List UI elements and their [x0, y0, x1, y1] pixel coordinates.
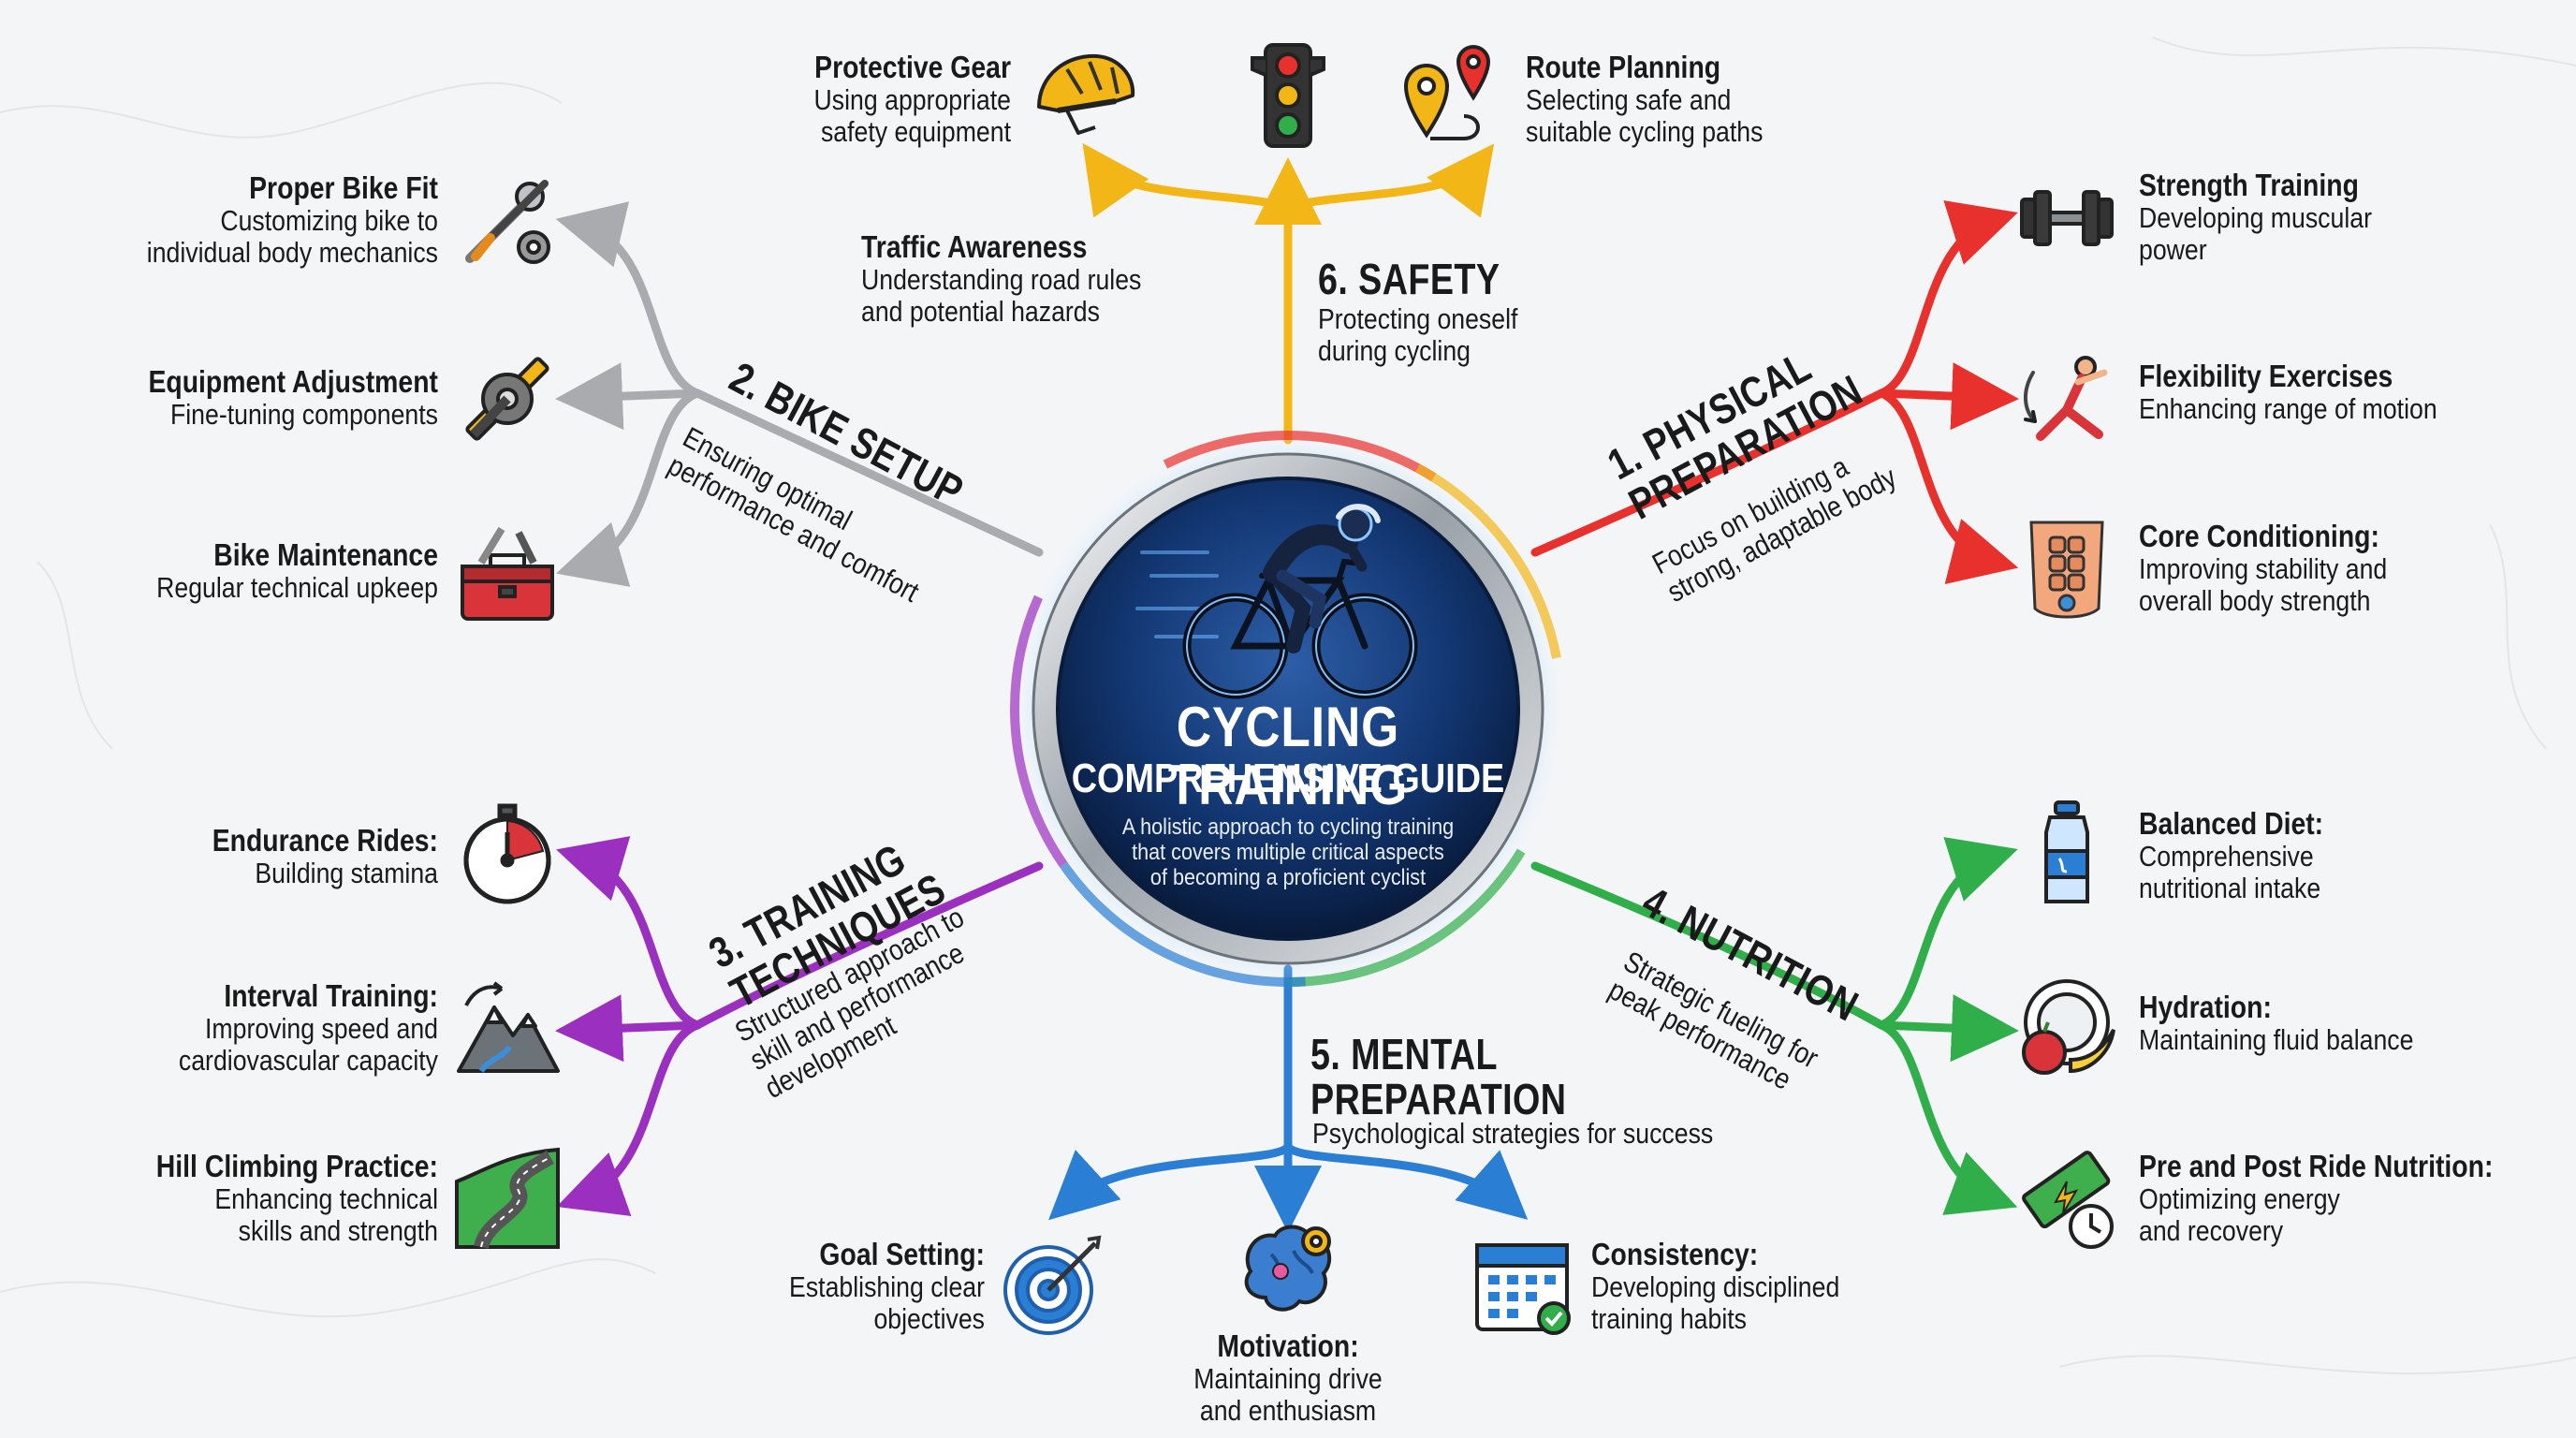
item-flexibility-exercises: Flexibility Exercises Enhancing range of…	[2139, 360, 2569, 425]
item-title: Hydration:	[2139, 990, 2272, 1024]
hub-description: A holistic approach to cycling training …	[1121, 814, 1455, 890]
item-title: Hill Climbing Practice:	[155, 1149, 438, 1183]
item-desc: Comprehensive nutritional intake	[2139, 840, 2321, 904]
item-traffic-awareness: Traffic Awareness Understanding road rul…	[861, 230, 1292, 328]
item-title: Motivation:	[1217, 1328, 1359, 1363]
wrench-screwdriver-gear-icon	[453, 167, 562, 275]
item-title: Balanced Diet:	[2139, 806, 2324, 841]
item-title: Consistency:	[1591, 1237, 1759, 1271]
stopwatch-icon	[453, 800, 562, 909]
item-hydration: Hydration: Maintaining fluid balance	[2139, 990, 2569, 1056]
item-title: Equipment Adjustment	[148, 364, 438, 399]
energy-bar-clock-icon	[2012, 1144, 2121, 1253]
item-title: Proper Bike Fit	[249, 170, 438, 205]
item-title: Endurance Rides:	[212, 823, 438, 858]
item-route-planning: Route Planning Selecting safe and suitab…	[1526, 51, 1956, 148]
crank-ruler-icon	[453, 345, 562, 453]
water-bottle-icon	[2012, 800, 2121, 909]
cyclist-illustration	[1135, 504, 1418, 699]
branch-title-mental: 5. MENTAL PREPARATION	[1310, 1030, 1567, 1123]
item-title: Traffic Awareness	[861, 229, 1088, 264]
item-goal-setting: Goal Setting: Establishing clear objecti…	[554, 1238, 985, 1335]
plate-fruit-icon	[2012, 974, 2121, 1082]
item-desc: Maintaining drive and enthusiasm	[1193, 1362, 1383, 1427]
item-desc: Establishing clear objectives	[789, 1270, 985, 1335]
mountain-arrow-icon	[453, 974, 562, 1082]
toolbox-icon	[453, 520, 562, 628]
helmet-icon	[1030, 41, 1138, 150]
item-title: Interval Training:	[224, 978, 438, 1013]
branch-subtitle-safety: Protecting oneself during cycling	[1318, 302, 1518, 367]
item-strength-training: Strength Training Developing muscular po…	[2139, 169, 2569, 266]
branch-title-safety: 6. SAFETY	[1318, 255, 1500, 303]
item-title: Core Conditioning:	[2139, 519, 2379, 553]
item-title: Strength Training	[2139, 168, 2359, 202]
item-desc: Regular technical upkeep	[156, 571, 438, 604]
item-desc: Enhancing technical skills and strength	[214, 1182, 438, 1247]
item-core-conditioning: Core Conditioning: Improving stability a…	[2139, 520, 2569, 617]
brain-gear-icon	[1234, 1217, 1342, 1326]
item-desc: Understanding road rules and potential h…	[861, 263, 1142, 328]
item-title: Protective Gear	[814, 50, 1011, 84]
item-desc: Selecting safe and suitable cycling path…	[1526, 83, 1764, 148]
item-desc: Building stamina	[255, 857, 438, 889]
item-desc: Enhancing range of motion	[2139, 392, 2437, 425]
hub-title: CYCLING TRAINING	[1167, 696, 1409, 816]
item-endurance-rides: Endurance Rides: Building stamina	[7, 824, 438, 889]
item-bike-maintenance: Bike Maintenance Regular technical upkee…	[7, 538, 438, 604]
item-pre-post-ride-nutrition: Pre and Post Ride Nutrition: Optimizing …	[2139, 1150, 2569, 1247]
stretching-person-icon	[2012, 345, 2121, 453]
item-interval-training: Interval Training: Improving speed and c…	[7, 979, 438, 1077]
item-balanced-diet: Balanced Diet: Comprehensive nutritional…	[2139, 807, 2569, 904]
item-desc: Developing disciplined training habits	[1591, 1270, 1840, 1335]
item-title: Bike Maintenance	[213, 537, 438, 572]
item-equipment-adjustment: Equipment Adjustment Fine-tuning compone…	[7, 365, 438, 431]
item-desc: Developing muscular power	[2139, 201, 2372, 266]
target-icon	[998, 1232, 1106, 1341]
hub-subtitle: COMPREHENSIVE GUIDE	[1071, 756, 1505, 801]
item-title: Route Planning	[1526, 50, 1721, 84]
branch-subtitle-mental: Psychological strategies for success	[1312, 1117, 1714, 1150]
item-desc: Using appropriate safety equipment	[813, 83, 1011, 148]
item-desc: Improving stability and overall body str…	[2139, 552, 2388, 617]
item-hill-climbing-practice: Hill Climbing Practice: Enhancing techni…	[7, 1150, 438, 1247]
traffic-light-icon	[1234, 41, 1342, 150]
item-consistency: Consistency: Developing disciplined trai…	[1591, 1238, 2022, 1335]
item-desc: Maintaining fluid balance	[2139, 1023, 2414, 1056]
item-title: Pre and Post Ride Nutrition:	[2139, 1149, 2494, 1183]
hill-road-icon	[453, 1144, 562, 1253]
item-desc: Fine-tuning components	[169, 398, 438, 431]
item-title: Flexibility Exercises	[2139, 359, 2393, 393]
abdominal-muscles-icon	[2012, 515, 2121, 624]
dumbbell-icon	[2012, 164, 2121, 272]
hub-circle	[1007, 428, 1569, 990]
item-proper-bike-fit: Proper Bike Fit Customizing bike to indi…	[7, 171, 438, 269]
calendar-check-icon	[1470, 1232, 1578, 1341]
item-desc: Optimizing energy and recovery	[2139, 1182, 2340, 1247]
item-desc: Improving speed and cardiovascular capac…	[178, 1012, 438, 1077]
map-route-icon	[1398, 41, 1507, 150]
item-desc: Customizing bike to individual body mech…	[146, 204, 438, 269]
item-title: Goal Setting:	[819, 1237, 985, 1271]
item-motivation: Motivation: Maintaining drive and enthus…	[1073, 1329, 1503, 1427]
item-protective-gear: Protective Gear Using appropriate safety…	[580, 51, 1011, 148]
